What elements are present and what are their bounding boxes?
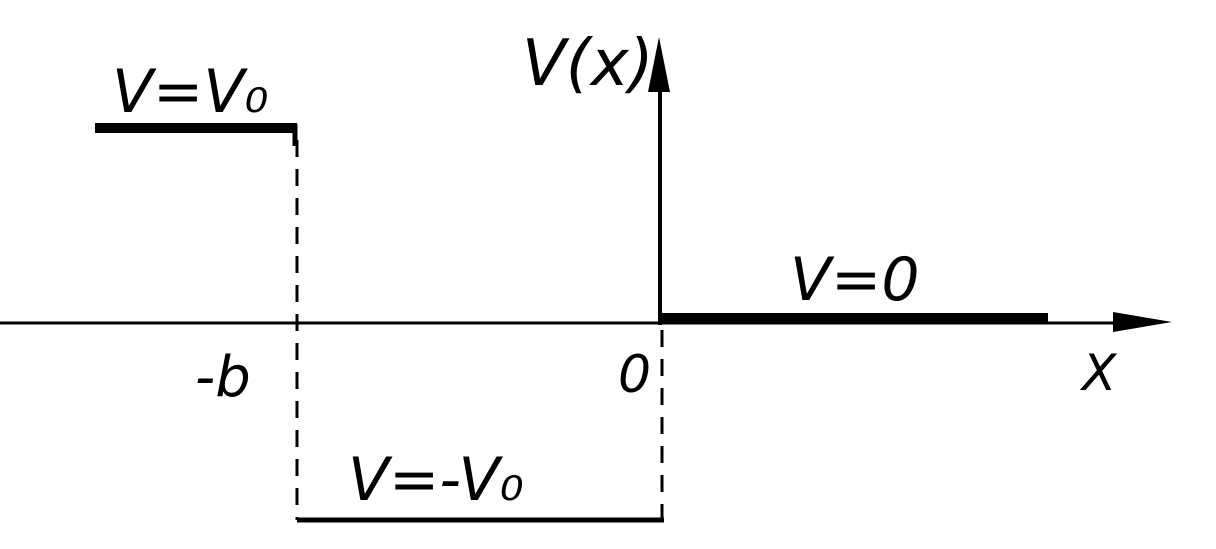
region-right-label: V=0 [790,245,920,315]
x-axis-arrowhead [1113,312,1172,332]
x-axis-label: X [1079,344,1118,402]
tick-label-minus-b: -b [195,345,251,410]
y-axis-arrowhead [648,37,670,92]
region-left-label: V=V₀ [112,57,268,127]
region-middle-label: V=-V₀ [348,445,524,515]
y-axis-label: V(x) [522,27,654,101]
y-axis [648,37,670,325]
tick-label-zero: 0 [618,345,651,405]
